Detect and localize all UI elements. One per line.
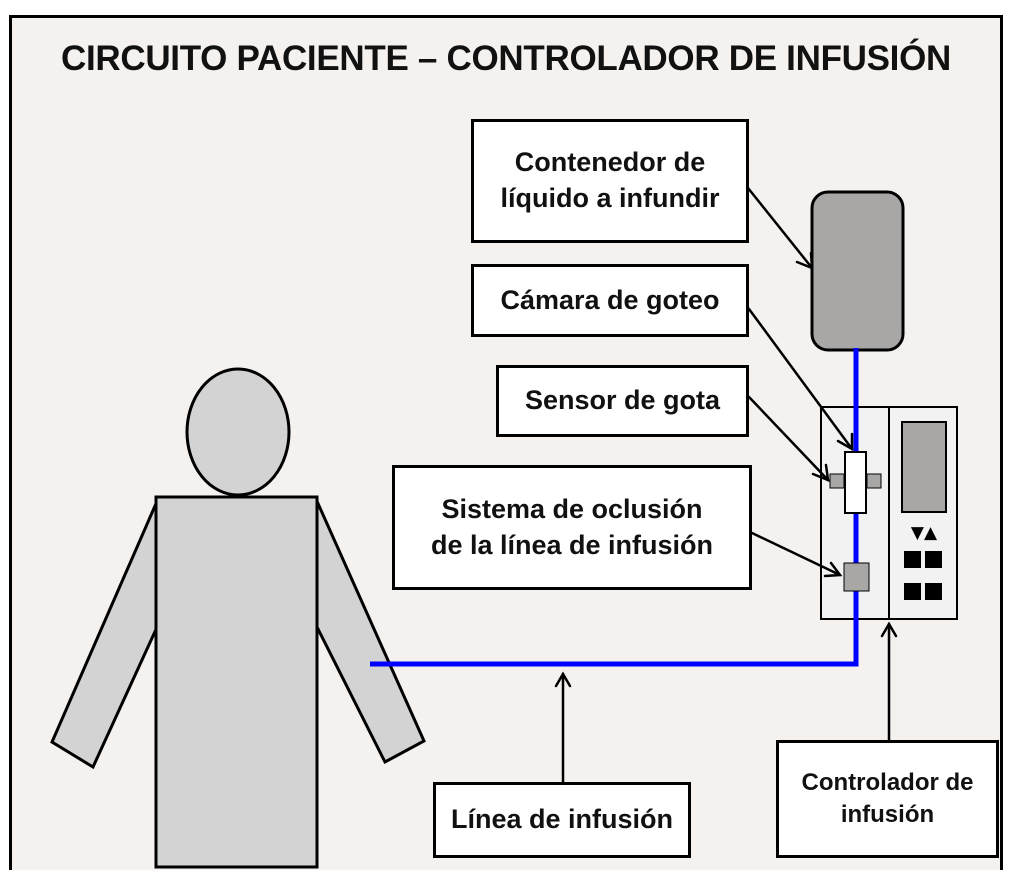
label-drip-chamber: Cámara de goteo <box>471 264 749 337</box>
arrow-drop-sensor <box>747 395 830 482</box>
label-occlusion-line1: Sistema de oclusión <box>441 493 703 524</box>
patient-torso <box>154 495 319 869</box>
drip-chamber <box>844 451 867 514</box>
controller-arrows-icon: ▼▲ <box>911 523 938 543</box>
infusion-controller-device: ▼▲ <box>820 406 958 620</box>
controller-key-1 <box>904 551 921 568</box>
label-occlusion-line2: de la línea de infusión <box>430 529 714 560</box>
label-controller-line2: infusión <box>840 801 935 828</box>
arrow-container <box>746 186 814 270</box>
pointer-arrows <box>554 186 898 784</box>
label-drop-sensor: Sensor de gota <box>496 365 749 437</box>
drop-sensor-right <box>866 473 882 489</box>
occlusion-clamp <box>843 562 870 592</box>
drop-sensor-left <box>829 473 845 489</box>
label-drop-sensor-text: Sensor de gota <box>524 385 721 416</box>
controller-key-4 <box>925 583 942 600</box>
label-container: Contenedor de líquido a infundir <box>471 119 749 243</box>
patient-left-arm <box>50 498 160 770</box>
arrow-drip-chamber <box>747 307 854 452</box>
label-container-line2: líquido a infundir <box>500 183 720 213</box>
controller-display <box>901 421 947 513</box>
diagram-title: CIRCUITO PACIENTE – CONTROLADOR DE INFUS… <box>60 39 951 78</box>
patient-figure <box>50 367 426 869</box>
controller-key-2 <box>925 551 942 568</box>
arrow-controller <box>880 621 898 742</box>
label-infusion-line: Línea de infusión <box>433 782 691 858</box>
fluid-container-bag <box>810 190 905 352</box>
label-controller: Controlador de infusión <box>776 740 999 858</box>
label-controller-line1: Controlador de <box>801 769 974 797</box>
arrow-infusion-line <box>554 671 572 784</box>
patient-head <box>185 367 291 497</box>
label-infusion-line-text: Línea de infusión <box>450 804 673 835</box>
label-container-line1: Contenedor de <box>514 147 706 178</box>
controller-key-3 <box>904 583 921 600</box>
label-occlusion: Sistema de oclusión de la línea de infus… <box>392 465 752 590</box>
label-drip-chamber-text: Cámara de goteo <box>500 284 720 315</box>
arrow-occlusion <box>750 531 843 578</box>
